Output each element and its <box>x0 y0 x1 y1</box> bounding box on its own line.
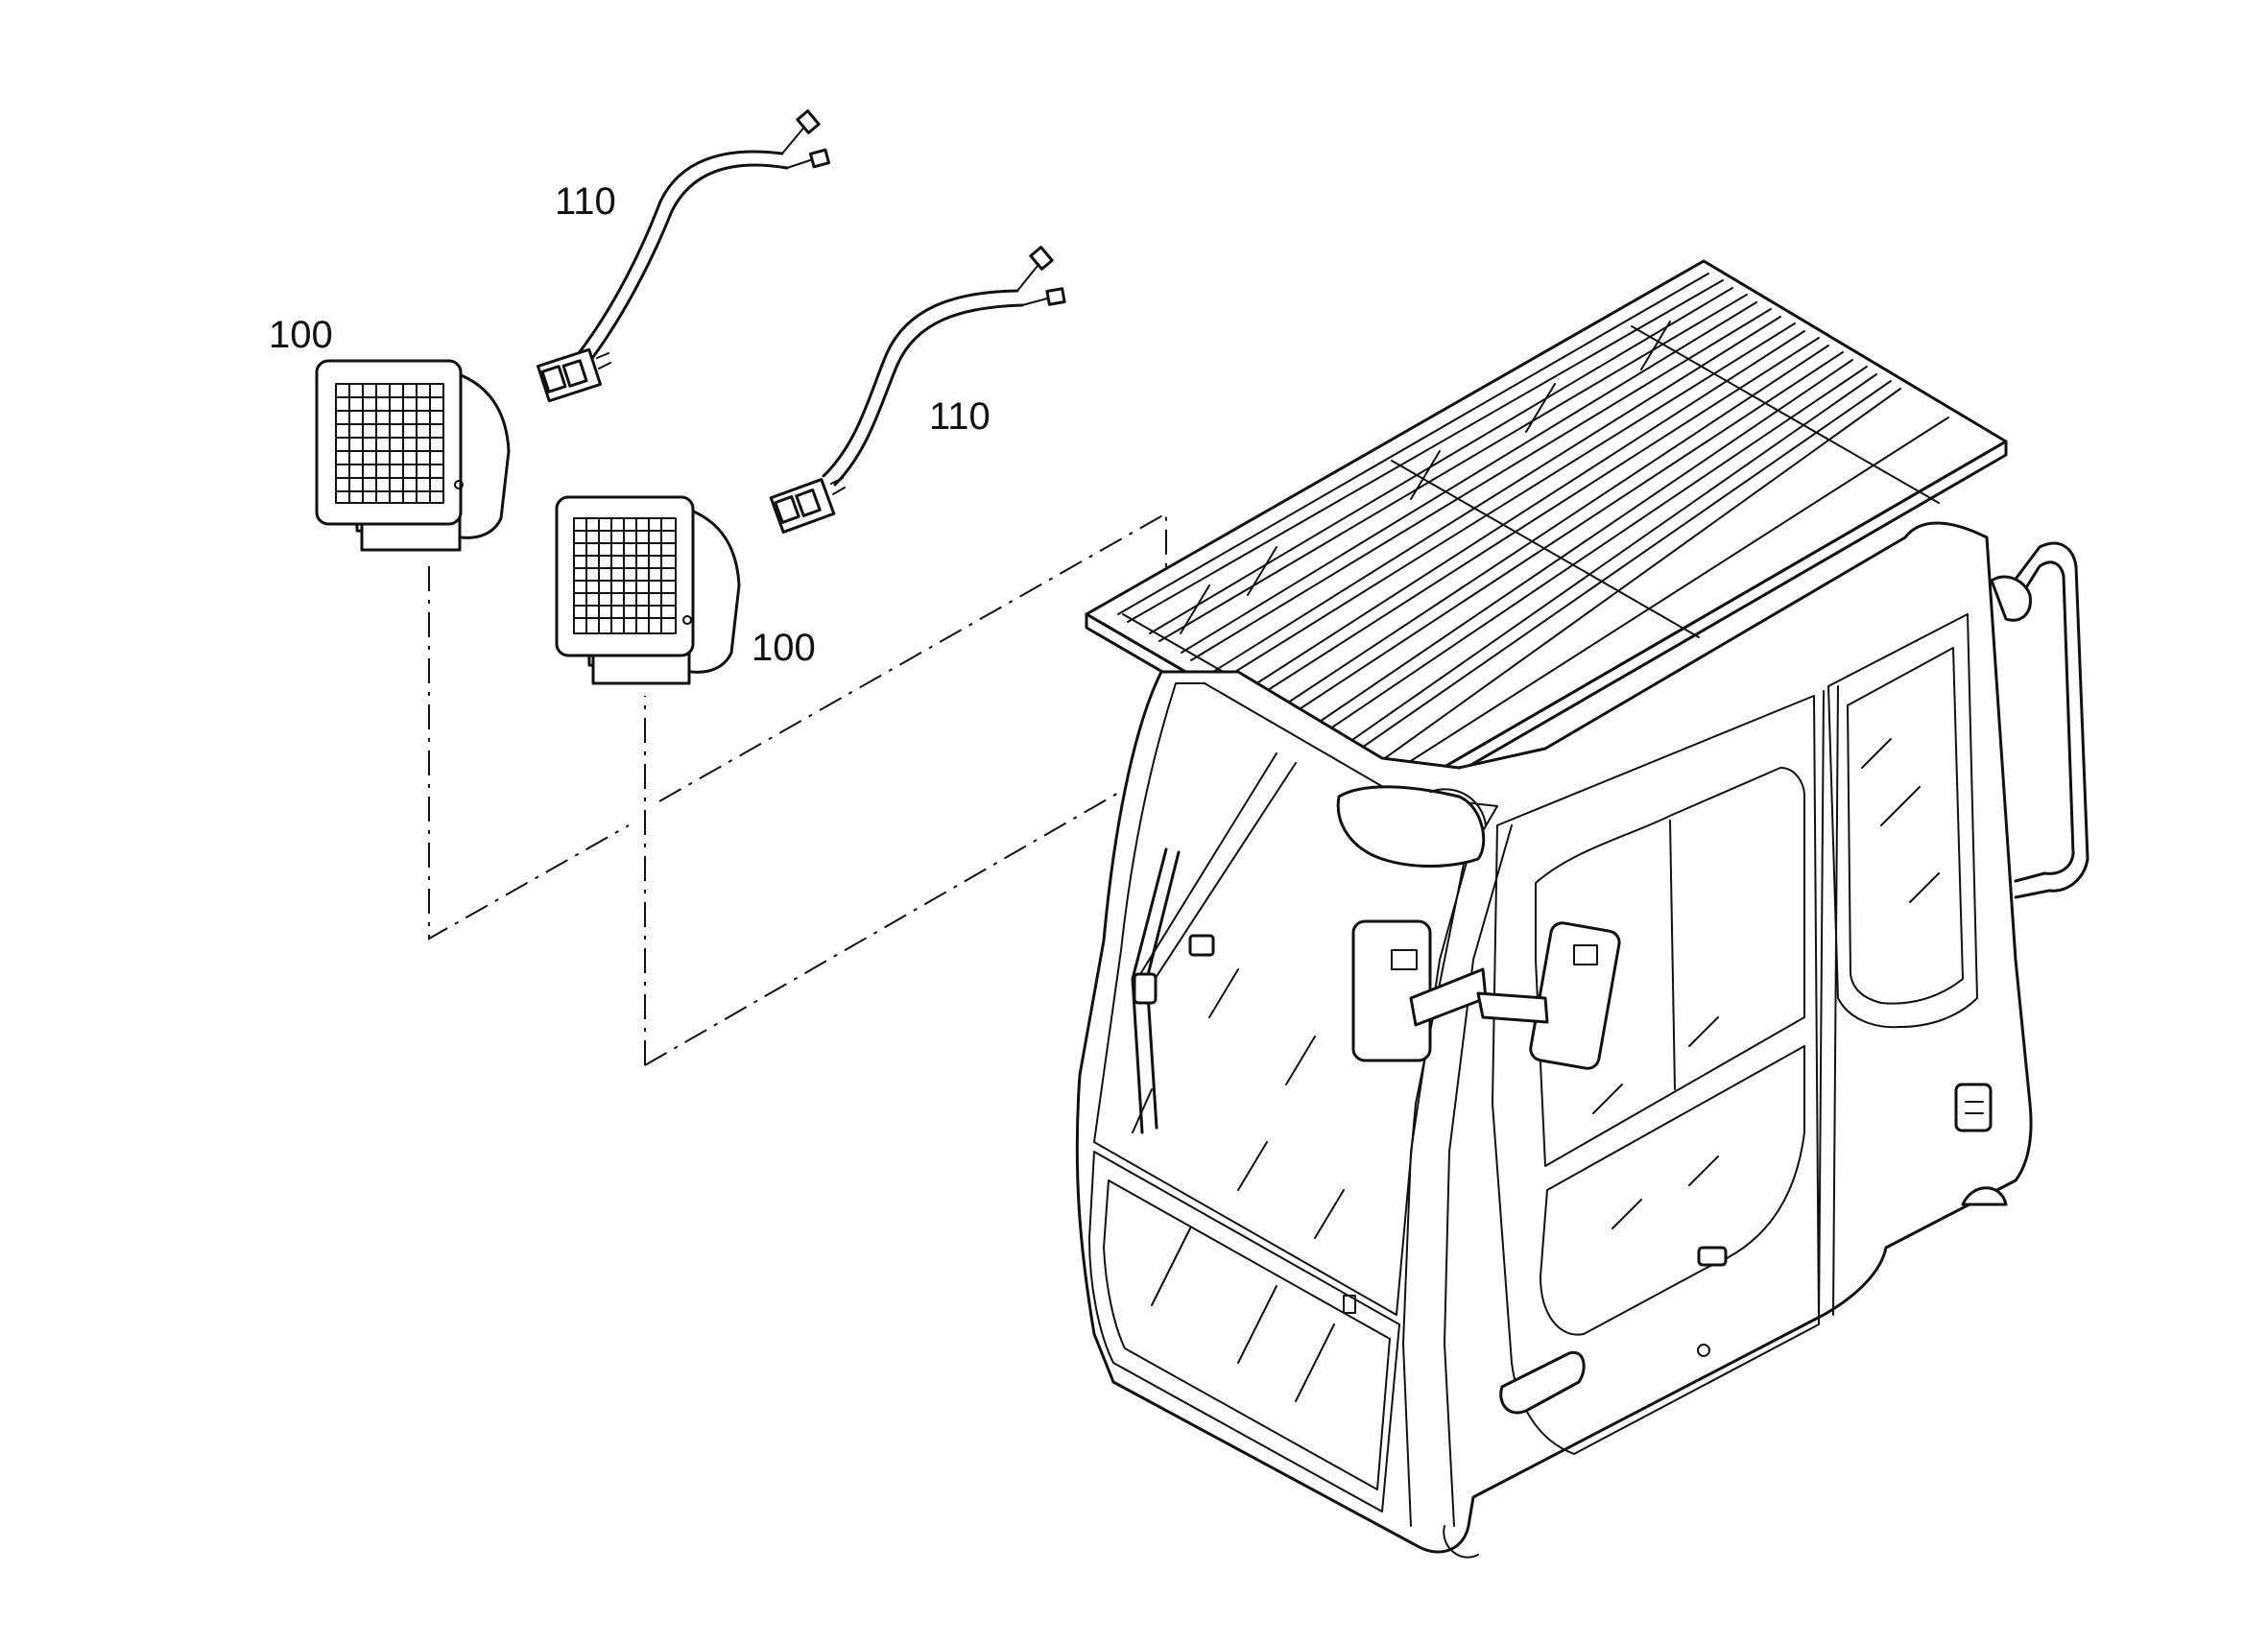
wire-harness-right <box>769 246 1066 534</box>
operator-cab <box>1075 259 2089 1559</box>
wire-harness-icon <box>536 109 831 403</box>
callout-100-left: 100 <box>269 314 333 356</box>
callout-110-right: 110 <box>929 395 991 438</box>
work-lamp-left <box>315 359 511 552</box>
work-lamp-right <box>555 495 741 685</box>
work-lamp-icon <box>315 359 511 552</box>
excavator-cab-icon <box>1075 259 2089 1559</box>
callout-110-left: 110 <box>555 180 616 223</box>
callout-labels: 110 100 110 100 <box>269 180 991 669</box>
wire-harness-left <box>536 109 831 403</box>
callout-100-right: 100 <box>752 627 816 669</box>
work-lamp-icon <box>555 495 741 685</box>
wire-harness-icon <box>769 246 1066 534</box>
